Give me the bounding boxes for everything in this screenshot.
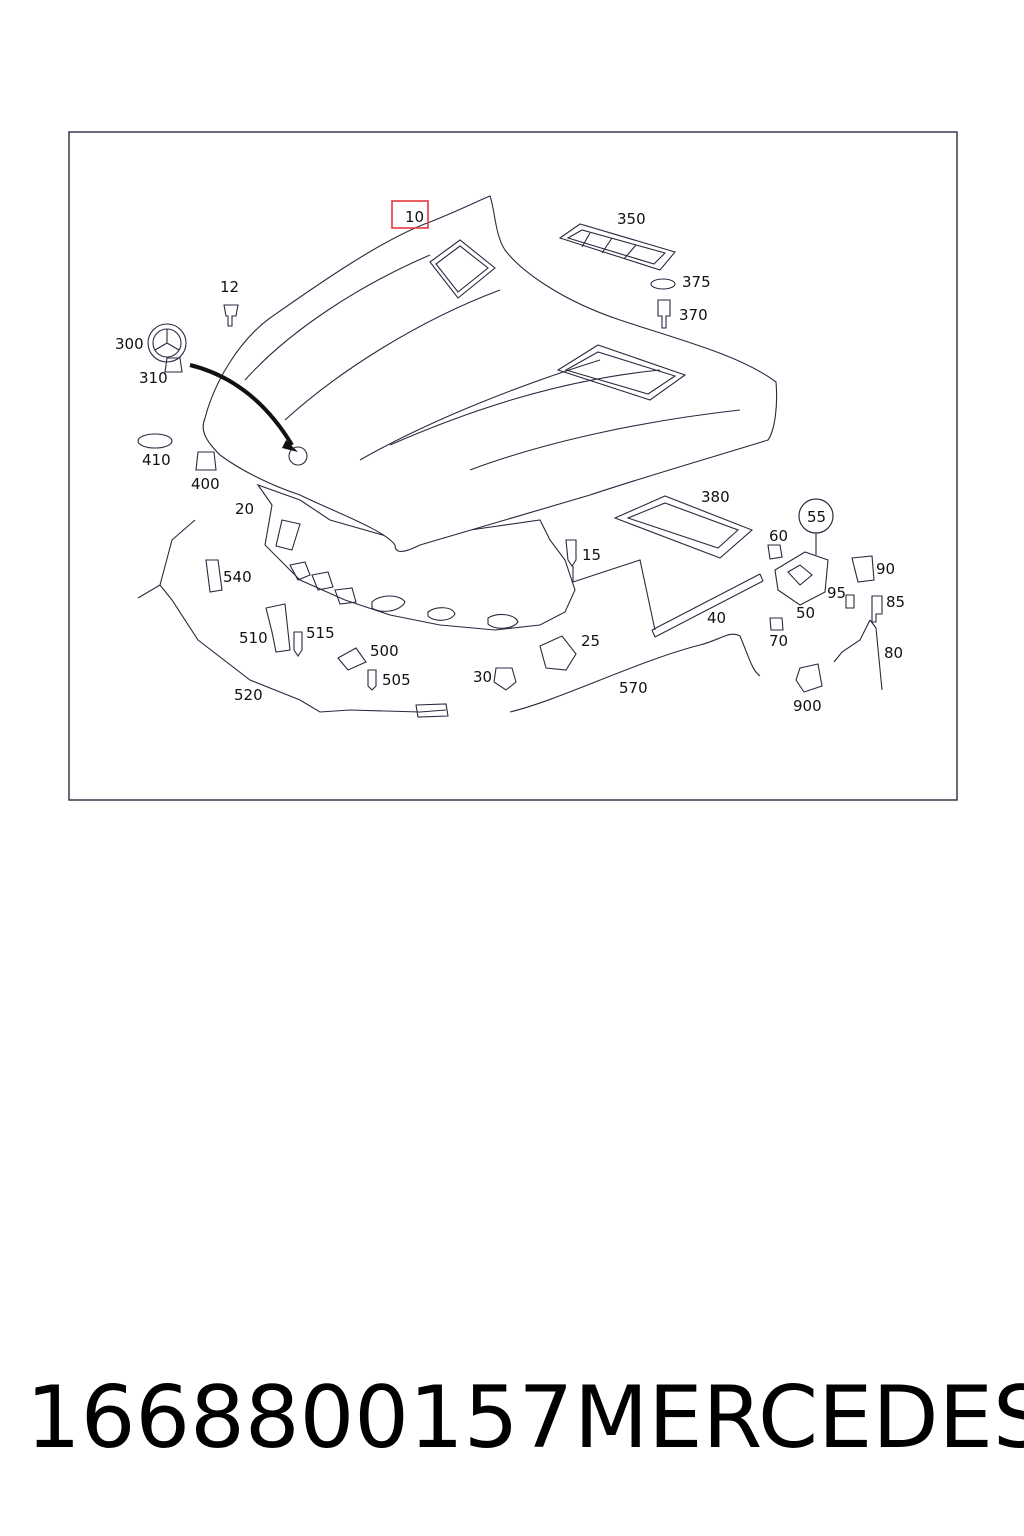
callout-375: 375 (682, 273, 711, 291)
grommet-310 (164, 357, 183, 373)
highlight-box (391, 200, 429, 229)
emblem-mount-ring (288, 446, 308, 466)
connector-540 (205, 559, 223, 593)
callout-25: 25 (581, 632, 600, 650)
hood-latch (774, 498, 834, 606)
washer-375 (650, 278, 676, 290)
emblem-leader-arrowhead (282, 440, 298, 452)
nut-70 (769, 617, 784, 631)
block-25 (539, 635, 577, 671)
callout-540: 540 (223, 568, 252, 586)
callout-900: 900 (793, 697, 822, 715)
screw-505 (367, 669, 377, 691)
callout-55: 55 (807, 508, 826, 526)
callout-510: 510 (239, 629, 268, 647)
leader-15 (572, 559, 656, 631)
callout-505: 505 (382, 671, 411, 689)
callout-95: 95 (827, 584, 846, 602)
callout-12: 12 (220, 278, 239, 296)
callout-50: 50 (796, 604, 815, 622)
callout-300: 300 (115, 335, 144, 353)
pin-12 (223, 304, 239, 327)
callout-80: 80 (884, 644, 903, 662)
pad-410 (137, 433, 173, 449)
vent-grille-350 (558, 223, 676, 271)
callout-350: 350 (617, 210, 646, 228)
callout-60: 60 (769, 527, 788, 545)
part-number: 1668800157 (26, 1368, 574, 1468)
emblem-leader-arrow (189, 363, 294, 447)
gas-strut-40 (651, 573, 764, 638)
callout-410: 410 (142, 451, 171, 469)
clip-30 (493, 667, 517, 691)
screw-515 (293, 631, 303, 657)
star-emblem (147, 323, 187, 363)
switch-90 (851, 555, 875, 583)
cable-520 (137, 519, 447, 713)
callout-370: 370 (679, 306, 708, 324)
clip-95 (845, 594, 855, 609)
callout-500: 500 (370, 642, 399, 660)
callout-40: 40 (707, 609, 726, 627)
callout-90: 90 (876, 560, 895, 578)
callout-30: 30 (473, 668, 492, 686)
callout-570: 570 (619, 679, 648, 697)
callout-85: 85 (886, 593, 905, 611)
clip-15 (565, 539, 577, 567)
screw-370 (657, 299, 671, 329)
bracket-500 (337, 647, 367, 671)
tag-900 (795, 663, 823, 693)
callout-10: 10 (405, 208, 424, 226)
screw-85 (871, 595, 883, 623)
cover-380 (613, 495, 754, 559)
nut-60 (767, 544, 783, 560)
bumper-400 (195, 451, 217, 471)
cable-80 (833, 619, 883, 691)
diagram-frame (68, 131, 958, 801)
cable-520-plug (415, 703, 449, 718)
callout-515: 515 (306, 624, 335, 642)
cable-570 (509, 633, 761, 713)
hood-outer-panel (202, 195, 778, 552)
brand-name: MERCEDES (574, 1368, 1024, 1468)
callout-15: 15 (582, 546, 601, 564)
callout-70: 70 (769, 632, 788, 650)
bracket-510 (265, 603, 291, 653)
callout-400: 400 (191, 475, 220, 493)
callout-310: 310 (139, 369, 168, 387)
callout-520: 520 (234, 686, 263, 704)
callout-380: 380 (701, 488, 730, 506)
callout-20: 20 (235, 500, 254, 518)
